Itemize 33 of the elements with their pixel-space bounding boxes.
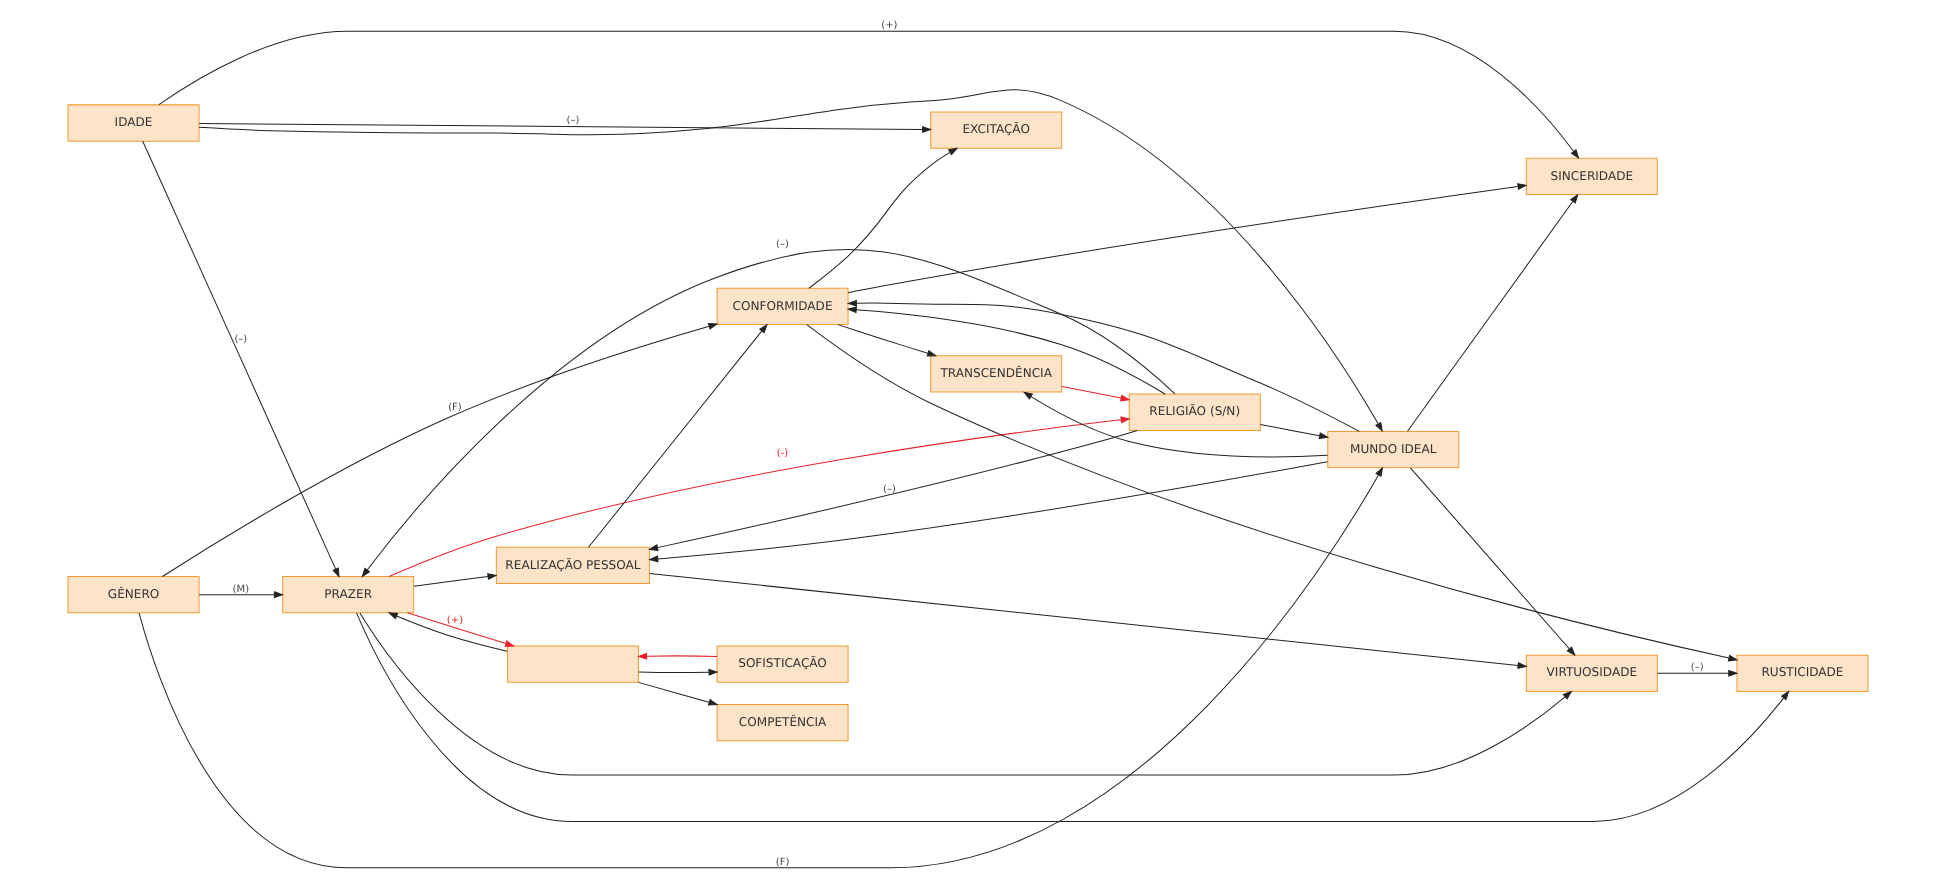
arrow bbox=[847, 183, 1528, 294]
arrow bbox=[158, 30, 1580, 160]
arrow bbox=[1407, 193, 1579, 432]
arrow bbox=[808, 147, 959, 289]
arrow bbox=[142, 140, 340, 578]
arrow bbox=[387, 612, 508, 652]
arrow bbox=[138, 466, 1384, 869]
arrow bbox=[588, 323, 768, 548]
arrow bbox=[388, 416, 1131, 577]
arrow bbox=[413, 573, 498, 587]
arrow bbox=[198, 591, 284, 599]
arrow bbox=[1022, 391, 1329, 458]
arrow bbox=[846, 299, 1360, 432]
node-box bbox=[506, 645, 639, 683]
arrow bbox=[161, 323, 719, 577]
arrow bbox=[648, 429, 1138, 551]
arrow bbox=[1259, 424, 1330, 440]
arrow bbox=[359, 612, 1573, 776]
arrow bbox=[649, 572, 1528, 670]
arrow bbox=[1656, 669, 1739, 677]
arrow bbox=[1409, 467, 1576, 657]
arrow bbox=[198, 89, 1383, 433]
arrow bbox=[648, 461, 1329, 563]
arrow bbox=[198, 123, 933, 133]
arrow bbox=[638, 681, 719, 706]
arrow bbox=[361, 249, 1176, 578]
arrow bbox=[406, 612, 516, 647]
arrow bbox=[837, 324, 938, 357]
arrow bbox=[806, 324, 1739, 662]
arrow bbox=[355, 612, 1790, 822]
arrow bbox=[1061, 386, 1131, 402]
arrow bbox=[638, 668, 719, 676]
arrow bbox=[636, 652, 718, 660]
